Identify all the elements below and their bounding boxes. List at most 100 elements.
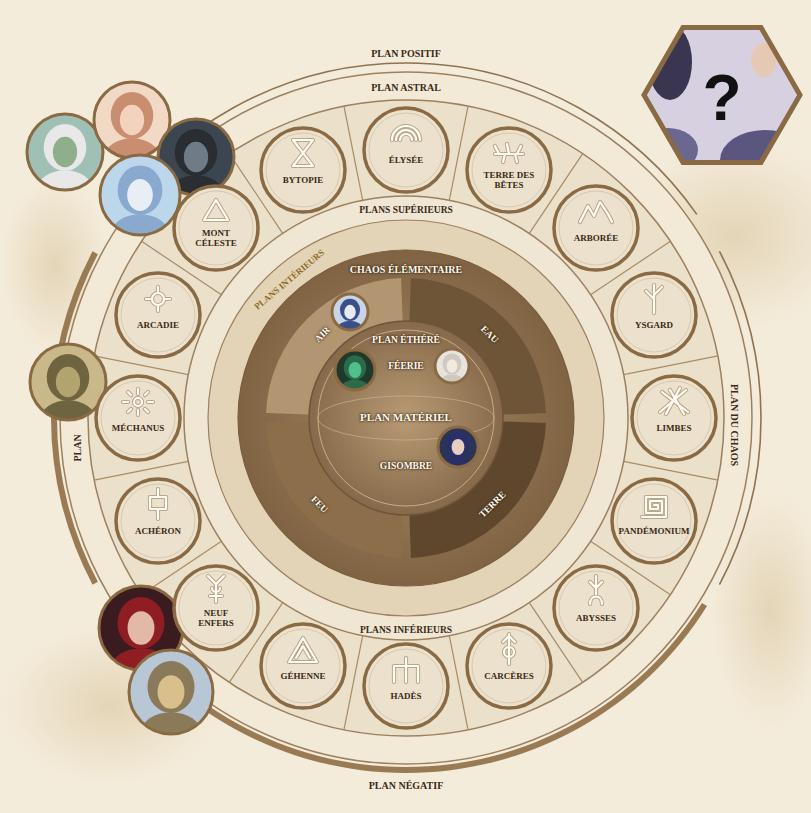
portrait-hair bbox=[447, 432, 469, 457]
label-anchor: PLAN ÉTHÉRÉ bbox=[369, 329, 443, 347]
elemental-chaos-disk bbox=[238, 250, 574, 586]
portrait-hair bbox=[47, 354, 90, 401]
mystery-art bbox=[638, 17, 810, 190]
star bbox=[791, 69, 794, 72]
sector-spoke bbox=[94, 356, 188, 375]
plane-symbol-shadow bbox=[580, 202, 612, 222]
label-anchor: PLAN ASTRAL bbox=[368, 77, 444, 95]
portrait-hair bbox=[118, 165, 163, 215]
plane-circle-inner bbox=[559, 571, 633, 645]
plane-label: CHAOS ÉLÉMENTAIRE bbox=[347, 264, 465, 275]
plane-circle-shape bbox=[114, 477, 202, 565]
plane-symbol-shadow bbox=[392, 126, 420, 140]
plane-circle-inner bbox=[266, 629, 340, 703]
outer-planes-ring bbox=[88, 100, 724, 736]
sector-spoke bbox=[449, 106, 468, 200]
plane-label: PLANS SUPÉRIEURS bbox=[356, 205, 456, 215]
portrait-art bbox=[332, 294, 368, 339]
plane-label: PLANS INFÉRIEURS bbox=[357, 625, 455, 635]
plane-label: PLAN ÉTHÉRÉ bbox=[369, 335, 443, 345]
plane-circle: YSGARD bbox=[610, 271, 698, 359]
plane-circle-shape bbox=[610, 477, 698, 565]
plane-circle-shape bbox=[362, 642, 450, 730]
portrait-art bbox=[129, 650, 213, 754]
portrait-hair bbox=[175, 129, 218, 176]
plane-symbol-shadow bbox=[289, 638, 317, 662]
plane-circle-fill bbox=[467, 128, 551, 212]
plane-circle-inner bbox=[179, 571, 253, 645]
plane-label: FEU bbox=[307, 492, 332, 517]
portrait-frame bbox=[100, 155, 180, 235]
plane-symbol-shadow bbox=[660, 388, 688, 414]
sector-spoke bbox=[344, 636, 363, 730]
plane-symbol-shadow bbox=[590, 576, 602, 604]
label-anchor: PLANS INFÉRIEURS bbox=[357, 619, 455, 637]
plane-name: BYTOPIE bbox=[264, 175, 342, 185]
plane-circle: HADÈS bbox=[362, 642, 450, 730]
plane-circle-fill bbox=[554, 566, 638, 650]
plane-symbol bbox=[392, 126, 420, 140]
portrait-face bbox=[184, 142, 208, 172]
plane-circle: GÉHENNE bbox=[259, 622, 347, 710]
mystery-background bbox=[644, 17, 800, 173]
plane-circle-inner bbox=[101, 381, 175, 455]
plane-circle-inner bbox=[559, 191, 633, 265]
character-portrait bbox=[30, 344, 106, 438]
plane-circle-inner bbox=[617, 484, 691, 558]
plane-circle: PANDÉMONIUM bbox=[610, 477, 698, 565]
portrait-face bbox=[447, 359, 458, 373]
plane-label: PLAN bbox=[72, 431, 83, 464]
plane-symbol bbox=[642, 497, 666, 517]
plane-name: ABYSSES bbox=[557, 613, 635, 623]
portrait-hair bbox=[147, 661, 194, 713]
plane-circle-fill bbox=[174, 186, 258, 270]
plane-symbol bbox=[495, 144, 523, 162]
plane-circle: NEUF ENFERS bbox=[172, 564, 260, 652]
plane-symbol bbox=[646, 285, 662, 313]
plane-label: PLANS INTÉRIEURS bbox=[251, 246, 329, 314]
plane-name: HADÈS bbox=[367, 691, 445, 701]
plane-symbol bbox=[590, 576, 602, 604]
sector-spoke bbox=[449, 636, 468, 730]
plane-circle-inner bbox=[637, 381, 711, 455]
plane-symbol-shadow bbox=[642, 497, 666, 517]
plane-name: NEUF ENFERS bbox=[192, 608, 240, 629]
plane-circle-fill bbox=[632, 376, 716, 460]
label-anchor: PLAN DU CHAOS bbox=[727, 381, 745, 469]
plane-circle: ACHÉRON bbox=[114, 477, 202, 565]
plane-circle-inner bbox=[266, 133, 340, 207]
plane-symbol bbox=[580, 202, 612, 222]
portrait-art bbox=[100, 155, 180, 254]
star bbox=[777, 29, 780, 32]
portrait-art bbox=[435, 349, 469, 391]
plane-circle-shape bbox=[630, 374, 718, 462]
plane-name: YSGARD bbox=[615, 320, 693, 330]
plane-name: ACHÉRON bbox=[119, 526, 197, 536]
plane-circle-fill bbox=[364, 644, 448, 728]
plane-symbol bbox=[293, 140, 313, 166]
plane-circle-fill bbox=[467, 624, 551, 708]
plane-circle-inner bbox=[617, 278, 691, 352]
plane-symbol-shadow bbox=[495, 144, 523, 162]
portrait-hair bbox=[340, 299, 360, 321]
portrait-face bbox=[127, 179, 153, 211]
plane-circle-fill bbox=[612, 479, 696, 563]
plane-circle-inner bbox=[472, 629, 546, 703]
plane-circle-shape bbox=[259, 622, 347, 710]
plane-label: AIR bbox=[311, 323, 335, 347]
plane-symbol bbox=[146, 287, 170, 311]
portrait-art bbox=[30, 344, 106, 438]
plane-symbol bbox=[150, 489, 166, 519]
plane-circle: MONT CÉLESTE bbox=[172, 184, 260, 272]
portrait-face bbox=[128, 611, 155, 645]
plane-symbol bbox=[123, 389, 153, 415]
ethereal-ring bbox=[318, 330, 494, 506]
mystery-mark: ? bbox=[699, 63, 744, 133]
plane-symbol-shadow bbox=[150, 489, 166, 519]
portrait-art bbox=[438, 427, 478, 477]
plane-circle-fill bbox=[261, 128, 345, 212]
plane-symbol bbox=[204, 200, 228, 220]
plane-name: TERRE DES BÊTES bbox=[480, 170, 538, 191]
plane-circle-shape bbox=[552, 184, 640, 272]
